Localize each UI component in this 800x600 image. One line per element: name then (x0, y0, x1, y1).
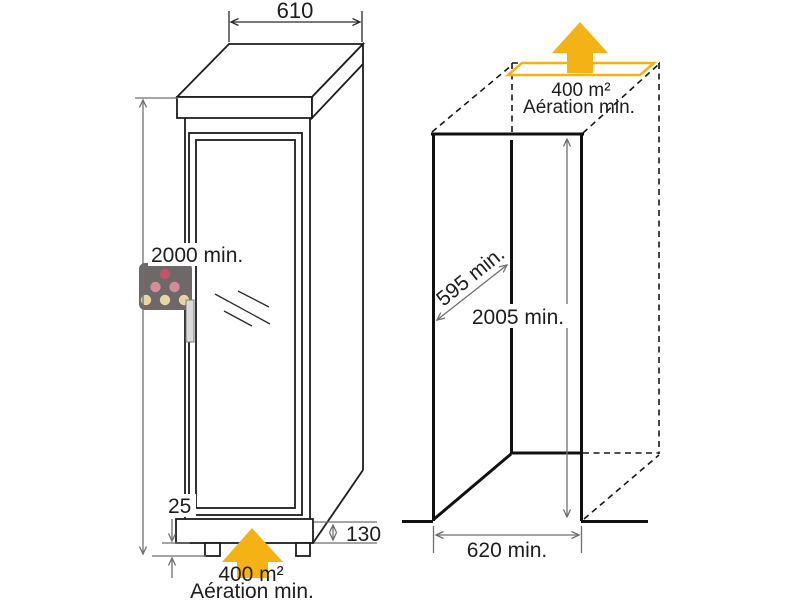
cabinet-foot-left (204, 542, 221, 557)
led-middle-left (150, 281, 161, 293)
cabinet-side-chamfer-edge (312, 469, 364, 544)
door-frame-inner (195, 139, 296, 509)
dim-niche-depth-label: 595 min. (432, 242, 509, 311)
dim-foot-height-label: 25 (168, 495, 191, 518)
glass-reflection (214, 290, 271, 327)
door-handle (185, 299, 195, 343)
ventilation-arrow-up-icon (222, 528, 283, 578)
vent-caption-right: Aération min. (523, 97, 635, 118)
vent-caption-left: Aération min. (190, 580, 314, 600)
cabinet-top-front-face (176, 96, 313, 119)
dim-base-height: 130 (314, 521, 381, 546)
niche-dimensions: 2005 min. 595 min. 620 min. (432, 139, 583, 562)
door-frame-outer (188, 132, 303, 516)
vent-area-label-left: 400 m² (218, 563, 283, 586)
dim-height-label: 2000 min. (151, 244, 243, 267)
wine-cabinet-drawing (139, 41, 366, 557)
dim-top-width-label: 610 (277, 0, 314, 23)
dim-niche-height: 2005 min. (469, 139, 568, 517)
dim-niche-width: 620 min. (432, 526, 583, 562)
vent-area-label-right: 400 m² (551, 80, 610, 101)
dim-niche-height-label: 2005 min. (472, 306, 564, 329)
dim-base-height-label: 130 (346, 523, 381, 546)
control-panel (139, 263, 192, 310)
control-panel-body (139, 263, 192, 310)
dim-top-width: 610 (228, 0, 363, 42)
dim-foot-height: 25 (162, 494, 196, 578)
cabinet-foot-right (295, 542, 311, 557)
led-bottom-center (159, 294, 171, 306)
niche-drawing: 400 m² Aération min. (402, 22, 660, 523)
led-top (159, 268, 171, 280)
led-middle-right (169, 281, 180, 293)
cabinet-dimensions: 610 2000 min. 25 130 400 m² Aération (135, 0, 381, 600)
dim-niche-width-label: 620 min. (467, 539, 548, 562)
dim-height: 2000 min. (135, 97, 246, 557)
ventilation-arrow-up-icon-top (552, 22, 608, 73)
